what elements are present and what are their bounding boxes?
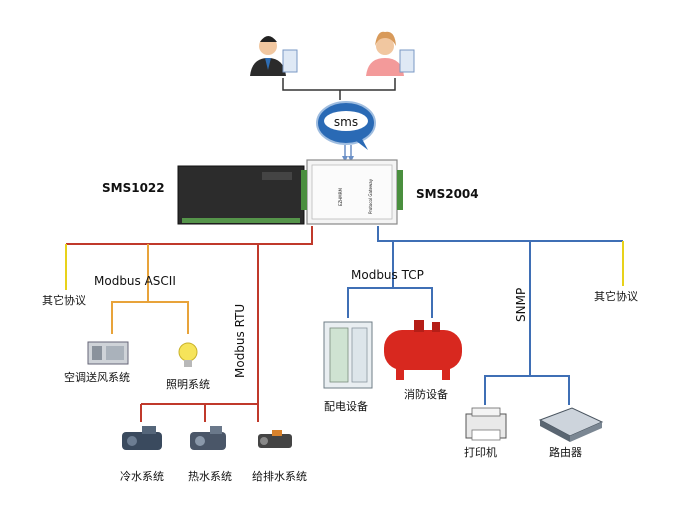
sms1022-device: [177, 165, 305, 225]
male-user-icon: [245, 36, 301, 82]
sms2004-device: [301, 159, 403, 225]
sms2004-panel-text: Protocol Gateway: [368, 178, 373, 214]
hvac-unit-icon: [87, 341, 129, 365]
sms-label: sms: [334, 115, 358, 129]
light-bulb-icon: [178, 342, 198, 367]
hot-water-label: 热水系统: [188, 470, 232, 483]
blue-bus: [347, 226, 623, 405]
router-label: 路由器: [549, 445, 582, 459]
snmp-label: SNMP: [514, 288, 528, 322]
down-arrows-icon: [342, 145, 354, 162]
modbus-tcp-label: Modbus TCP: [351, 268, 424, 282]
router-icon: [538, 407, 604, 442]
chiller-label: 冷水系统: [120, 470, 164, 483]
hot-water-icon: [190, 426, 226, 450]
other-protocol-right-label: 其它协议: [594, 289, 638, 303]
water-pump-icon: [258, 430, 292, 448]
modbus-ascii-label: Modbus ASCII: [94, 274, 176, 288]
sms1022-label: SMS1022: [102, 181, 165, 195]
hvac-label: 空调送风系统: [64, 370, 130, 384]
printer-label: 打印机: [464, 445, 497, 459]
power-label: 配电设备: [324, 399, 368, 413]
female-user-icon: [366, 31, 415, 76]
chiller-icon: [122, 426, 162, 450]
users-connector: [282, 78, 396, 91]
modbus-rtu-label: Modbus RTU: [233, 304, 247, 378]
sms2004-label: SMS2004: [416, 187, 479, 201]
sms2004-brand: EZHMRM: [338, 187, 343, 206]
other-protocol-left-label: 其它协议: [42, 293, 86, 307]
fire-tank-icon: [384, 320, 462, 380]
fire-label: 消防设备: [404, 387, 448, 401]
water-supply-label: 给排水系统: [252, 469, 307, 483]
sms-bubble-icon: [316, 101, 376, 150]
power-cabinet-icon: [323, 321, 373, 389]
ascii-branch: [111, 244, 189, 334]
printer-icon: [465, 407, 507, 441]
lighting-label: 照明系统: [166, 378, 210, 391]
